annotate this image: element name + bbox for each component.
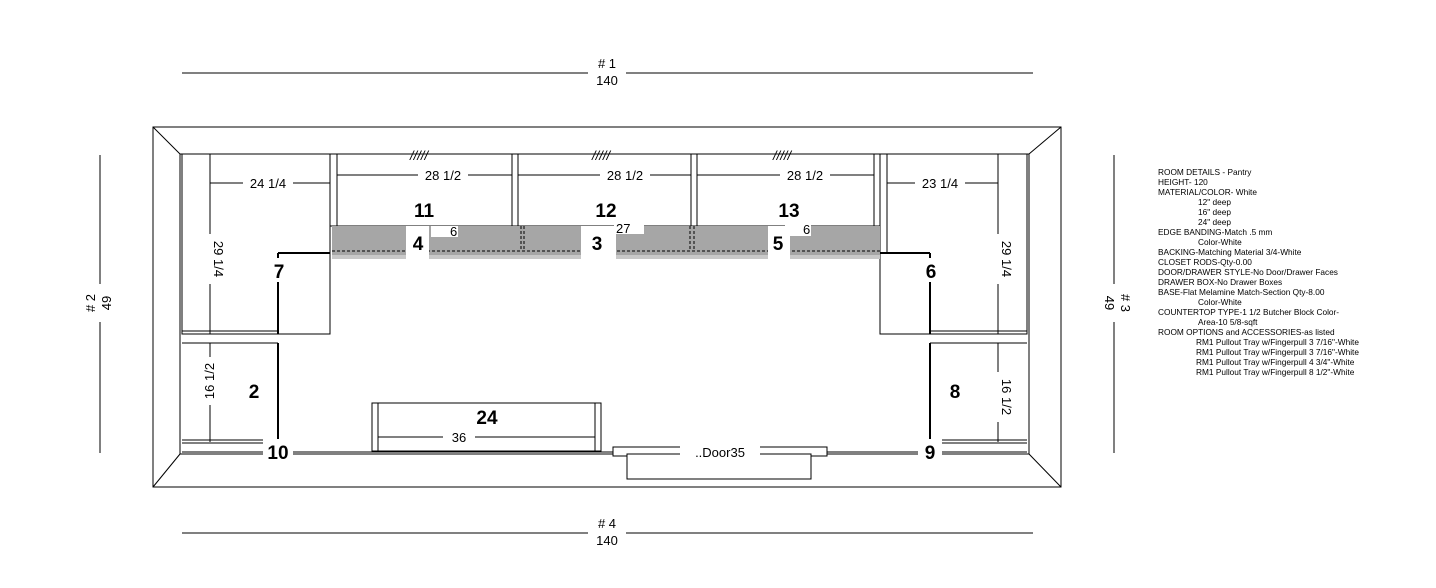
room-detail-line: 16" deep <box>1198 207 1231 217</box>
hatch-13: ///// <box>772 148 792 163</box>
section-12: 12 <box>595 201 616 222</box>
room-detail-line: RM1 Pullout Tray w/Fingerpull 4 3/4"-Whi… <box>1196 357 1355 367</box>
room-detail-line: 12" deep <box>1198 197 1231 207</box>
room-detail-line: ROOM OPTIONS and ACCESSORIES-as listed <box>1158 327 1335 337</box>
wall-2-length: 49 <box>99 296 114 310</box>
partial-label-c: 6 <box>803 222 810 237</box>
wall-2-name: # 2 <box>83 294 98 312</box>
base-counters <box>332 225 880 260</box>
partial-label-b: 27 <box>616 221 630 236</box>
section-5: 5 <box>773 234 784 255</box>
section-6: 6 <box>926 262 937 283</box>
hatch-11: ///// <box>409 148 429 163</box>
wall-4-length: 140 <box>596 533 618 548</box>
room-detail-line: EDGE BANDING-Match .5 mm <box>1158 227 1273 237</box>
section-9: 9 <box>925 443 936 464</box>
depth-right-lower: 16 1/2 <box>999 379 1014 415</box>
section-2: 2 <box>249 382 260 403</box>
section-numbers: 11 12 13 4 3 5 7 6 2 8 24 10 9 <box>249 201 961 464</box>
section-11: 11 <box>414 201 435 222</box>
width-right-top: 23 1/4 <box>922 176 958 191</box>
room-detail-line: RM1 Pullout Tray w/Fingerpull 3 7/16"-Wh… <box>1196 337 1359 347</box>
section-8: 8 <box>950 382 961 403</box>
section-13: 13 <box>778 201 799 222</box>
wall-3-dimension: # 3 49 <box>1096 155 1133 453</box>
room-detail-line: RM1 Pullout Tray w/Fingerpull 8 1/2"-Whi… <box>1196 367 1355 377</box>
wall-4-dimension: # 4 140 <box>182 516 1033 550</box>
section-3: 3 <box>592 234 603 255</box>
cabinet-left-lower <box>182 342 279 452</box>
room-detail-line: HEIGHT- 120 <box>1158 177 1208 187</box>
room-detail-line: DRAWER BOX-No Drawer Boxes <box>1158 277 1283 287</box>
room-detail-line: Color-White <box>1198 297 1242 307</box>
wall-3-length: 49 <box>1102 296 1117 310</box>
width-left-top: 24 1/4 <box>250 176 286 191</box>
wall-1-length: 140 <box>596 73 618 88</box>
section-7: 7 <box>274 262 285 283</box>
room-detail-line: RM1 Pullout Tray w/Fingerpull 3 7/16"-Wh… <box>1196 347 1359 357</box>
room-detail-line: BACKING-Matching Material 3/4-White <box>1158 247 1302 257</box>
partial-label-a: 6 <box>450 224 457 239</box>
hatch-marks: ///// ///// ///// <box>409 148 792 163</box>
bench-24 <box>371 402 602 452</box>
wall-4-name: # 4 <box>598 516 616 531</box>
door-label: ..Door35 <box>695 445 745 460</box>
section-24: 24 <box>476 408 498 429</box>
hatch-12: ///// <box>591 148 611 163</box>
room-detail-line: COUNTERTOP TYPE-1 1/2 Butcher Block Colo… <box>1158 307 1340 317</box>
width-section-13: 28 1/2 <box>787 168 823 183</box>
depth-right: 29 1/4 <box>999 241 1014 277</box>
depth-left: 29 1/4 <box>211 241 226 277</box>
room-detail-line: CLOSET RODS-Qty-0.00 <box>1158 257 1252 267</box>
room-detail-line: ROOM DETAILS - Pantry <box>1158 167 1252 177</box>
wall-2-dimension: # 2 49 <box>82 155 118 453</box>
depth-left-lower: 16 1/2 <box>202 363 217 399</box>
wall-1-dimension: # 1 140 <box>182 56 1033 90</box>
room-detail-line: Area-10 5/8-sqft <box>1198 317 1258 327</box>
section-4: 4 <box>413 234 424 255</box>
wall-3-name: # 3 <box>1118 294 1133 312</box>
section-10: 10 <box>267 443 288 464</box>
bench-width: 36 <box>452 430 466 445</box>
room-detail-line: MATERIAL/COLOR- White <box>1158 187 1257 197</box>
room-detail-line: DOOR/DRAWER STYLE-No Door/Drawer Faces <box>1158 267 1338 277</box>
room-detail-line: Color-White <box>1198 237 1242 247</box>
room-detail-line: 24" deep <box>1198 217 1231 227</box>
room-detail-line: BASE-Flat Melamine Match-Section Qty-8.0… <box>1158 287 1325 297</box>
cabinet-dim-labels: 24 1/4 28 1/2 28 1/2 28 1/2 23 1/4 29 1/… <box>202 167 1014 445</box>
wall-1-name: # 1 <box>598 56 616 71</box>
width-section-12: 28 1/2 <box>607 168 643 183</box>
width-section-11: 28 1/2 <box>425 168 461 183</box>
